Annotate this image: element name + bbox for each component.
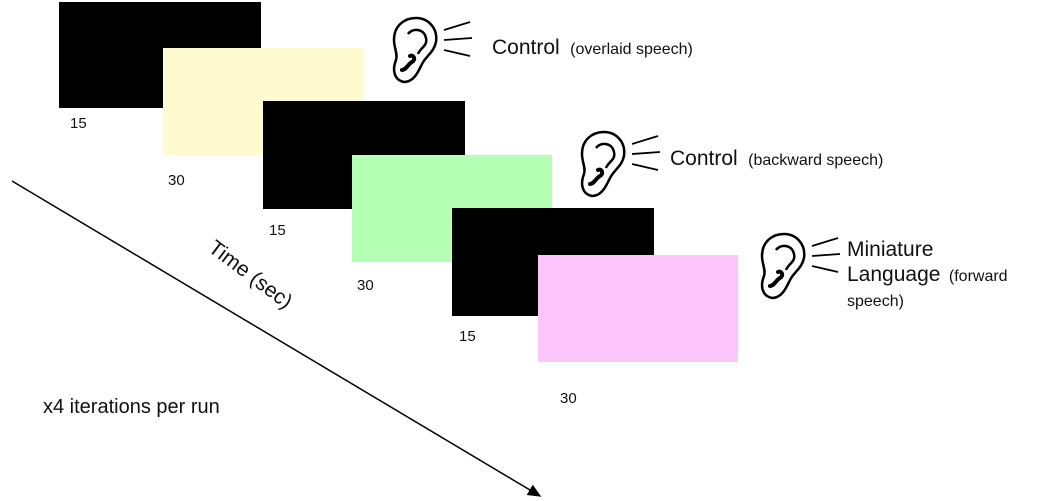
condition-detail: (overlaid speech) <box>570 41 693 58</box>
condition-name: Control <box>670 147 738 170</box>
task-duration-3: 30 <box>560 390 577 407</box>
condition-name: Control <box>492 36 560 59</box>
ear-icon <box>580 130 661 198</box>
rest-duration-2: 15 <box>269 222 286 239</box>
condition-label-forward: Miniature Language (forward speech) <box>847 237 1008 314</box>
rest-duration-1: 15 <box>70 115 87 132</box>
task-duration-1: 30 <box>168 172 185 189</box>
condition-label-backward: Control (backward speech) <box>670 147 883 171</box>
rest-duration-3: 15 <box>459 328 476 345</box>
condition-label-overlaid: Control (overlaid speech) <box>492 36 693 60</box>
task-duration-2: 30 <box>357 277 374 294</box>
ear-icon <box>760 232 841 300</box>
ear-icon <box>392 16 473 84</box>
condition-detail: (backward speech) <box>748 152 884 169</box>
condition-detail-line3: speech) <box>847 293 904 310</box>
task-block-forward <box>538 255 738 362</box>
iterations-label: x4 iterations per run <box>43 396 220 418</box>
condition-name-line2: Language <box>847 263 941 286</box>
condition-name-line1: Miniature <box>847 238 934 261</box>
condition-detail-line2: (forward <box>948 268 1008 285</box>
